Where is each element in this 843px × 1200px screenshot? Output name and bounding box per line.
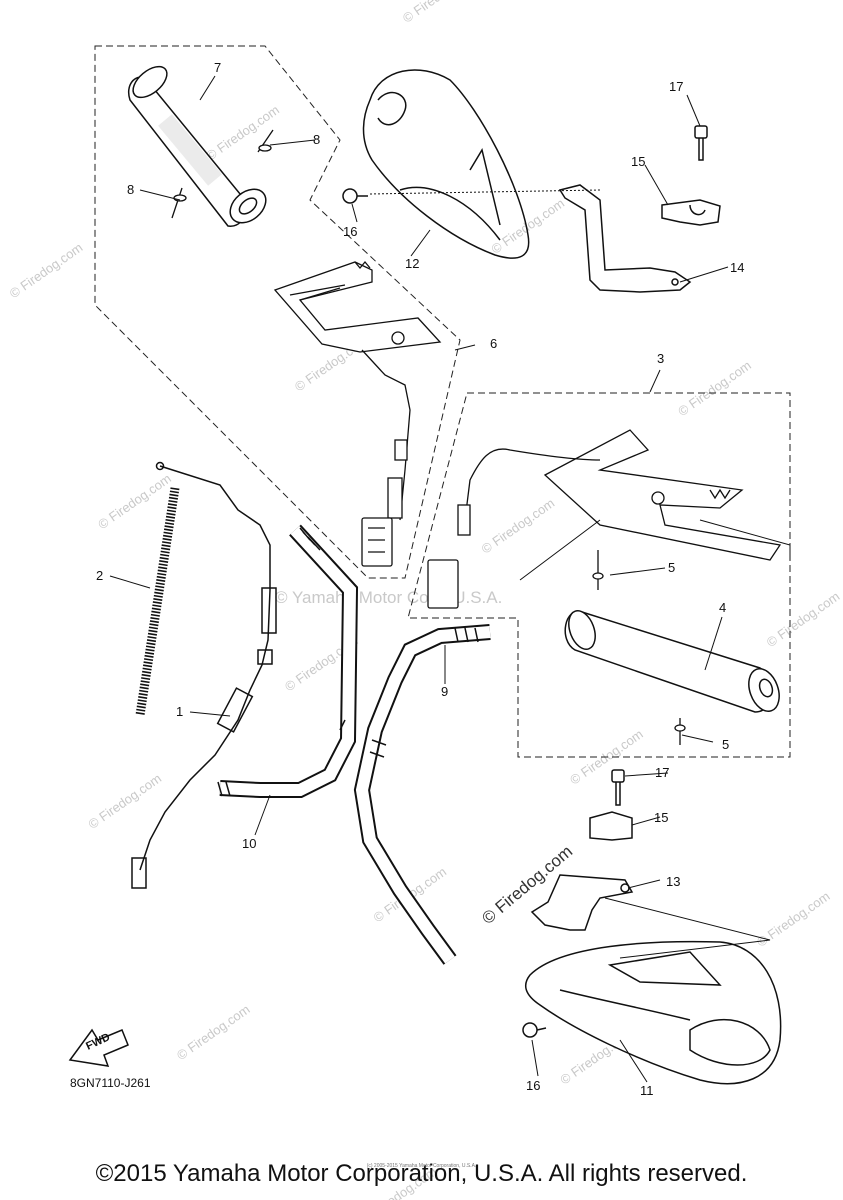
watermark: © Firedog.com — [7, 240, 86, 301]
watermark: © Firedog.com — [85, 771, 164, 832]
callout-6: 6 — [490, 336, 497, 351]
callout-11: 11 — [640, 1083, 654, 1098]
callout-9: 9 — [441, 684, 448, 699]
rivet-5a — [592, 550, 604, 590]
callout-8b: 8 — [127, 182, 134, 197]
part-code: 8GN7110-J261 — [70, 1076, 151, 1090]
handlebar-cover-11 — [524, 940, 782, 1085]
grip-7 — [128, 65, 267, 227]
bracket-14 — [558, 184, 692, 293]
rivet-8a — [257, 129, 274, 153]
throttle-cable-1 — [131, 461, 277, 889]
clamp-15-lower — [589, 811, 633, 841]
callout-15a: 15 — [631, 154, 645, 169]
callout-1: 1 — [176, 704, 183, 719]
spring-2 — [135, 487, 180, 716]
callout-15b: 15 — [654, 810, 668, 825]
heater-element-6 — [273, 260, 442, 567]
assembly-line — [604, 897, 771, 959]
bolt-17-upper — [694, 125, 708, 161]
copyright-footer: ©2015 Yamaha Motor Corporation, U.S.A. A… — [95, 1160, 748, 1187]
watermark: © Firedog.com — [95, 471, 174, 532]
assembly-line — [519, 519, 791, 581]
callout-3: 3 — [657, 351, 664, 366]
callout-5a: 5 — [668, 560, 675, 575]
leader-lines — [109, 75, 729, 1083]
grip-4 — [564, 610, 780, 713]
fwd-arrow-icon: FWD — [68, 1028, 129, 1067]
callout-12: 12 — [405, 256, 419, 271]
handlebar-cover-12 — [362, 69, 530, 259]
watermark: © Firedog.com — [764, 589, 843, 650]
callout-7: 7 — [214, 60, 221, 75]
callout-14: 14 — [730, 260, 744, 275]
bracket-13 — [530, 874, 634, 931]
watermark: © Firedog.com — [479, 495, 558, 556]
callout-17a: 17 — [669, 79, 683, 94]
screw-16-upper — [342, 188, 368, 204]
clamp-15-upper — [661, 199, 721, 226]
callout-5b: 5 — [722, 737, 729, 752]
callout-8a: 8 — [313, 132, 320, 147]
screw-16-lower — [522, 1022, 547, 1038]
watermark: © Firedog.com — [174, 1002, 253, 1063]
callout-4: 4 — [719, 600, 726, 615]
callout-16a: 16 — [343, 224, 357, 239]
center-watermark: © Yamaha Motor Corp, U.S.A. — [275, 588, 502, 607]
bolt-17-lower — [611, 769, 625, 806]
watermark: © Firedog.com — [203, 102, 282, 163]
rivet-5b — [674, 718, 686, 745]
rivet-8b — [171, 187, 187, 219]
hose-10 — [217, 524, 359, 798]
callout-10: 10 — [242, 836, 256, 851]
tiny-notice: (c) 2005-2015 Yamaha Motor Corporation, … — [366, 1163, 477, 1169]
heater-element-3 — [427, 429, 782, 609]
hose-9 — [353, 624, 491, 965]
callout-16b: 16 — [526, 1078, 540, 1093]
assembly-outline-6 — [94, 45, 461, 579]
watermark: © Firedog.com — [675, 358, 754, 419]
callout-2: 2 — [96, 568, 103, 583]
callout-17b: 17 — [655, 765, 669, 780]
callout-13: 13 — [666, 874, 680, 889]
assembly-outline-3 — [407, 392, 791, 758]
assembly-line — [369, 189, 601, 195]
watermark: © Firedog.com — [400, 0, 479, 26]
